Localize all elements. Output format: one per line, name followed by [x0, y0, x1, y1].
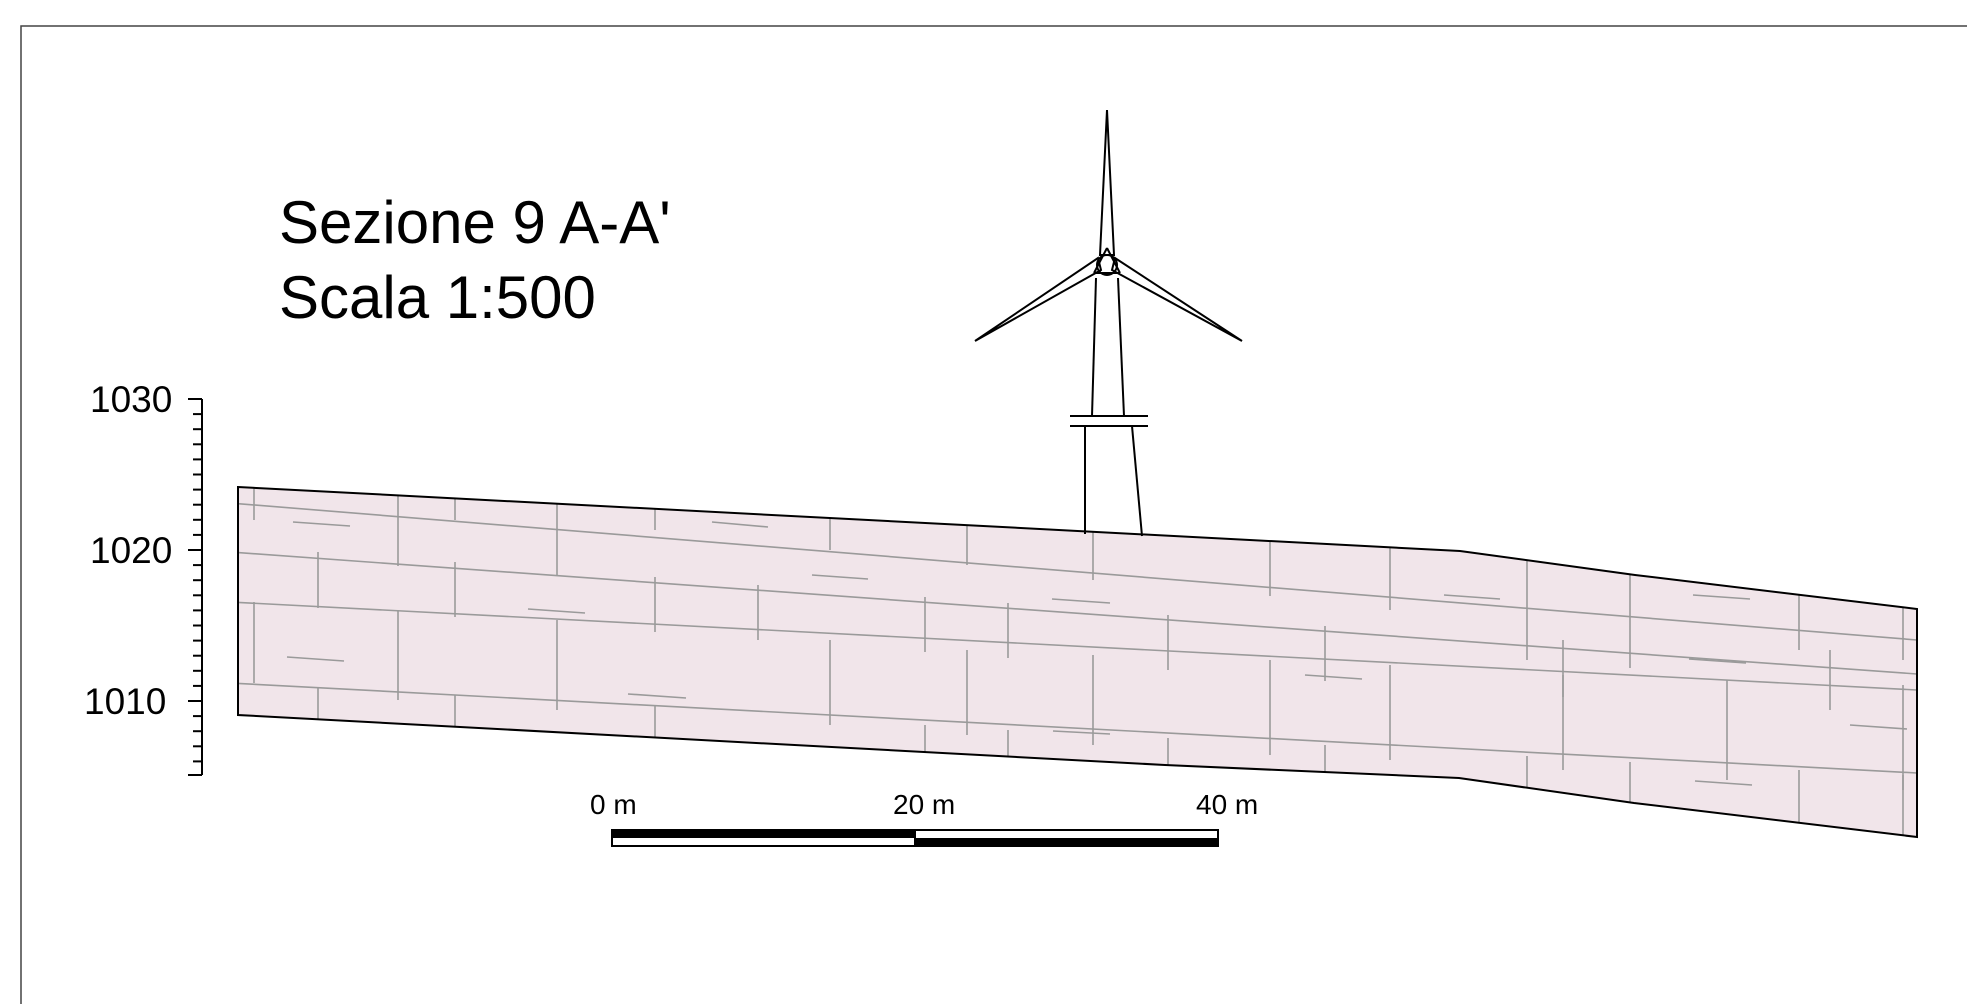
elevation-label-1020: 1020 — [90, 530, 172, 571]
page-frame — [20, 25, 1967, 1004]
scale-label-40m: 40 m — [1196, 789, 1258, 820]
rock-outline — [237, 485, 1918, 839]
wind-turbine-icon — [974, 109, 1243, 537]
scale-bar-seg-2 — [915, 838, 1218, 846]
section-title: Sezione 9 A-A' — [279, 189, 671, 256]
elevation-label-1030: 1030 — [90, 379, 172, 420]
scale-label-0m: 0 m — [590, 789, 637, 820]
rock-body — [237, 485, 1918, 839]
elevation-axis — [188, 398, 203, 776]
scale-label-20m: 20 m — [893, 789, 955, 820]
elevation-label-1010: 1010 — [84, 681, 166, 722]
scale-bar — [611, 829, 1219, 847]
scale-bar-seg-1 — [612, 830, 915, 838]
scale-title: Scala 1:500 — [279, 264, 596, 331]
rock-polygon — [238, 487, 1917, 837]
